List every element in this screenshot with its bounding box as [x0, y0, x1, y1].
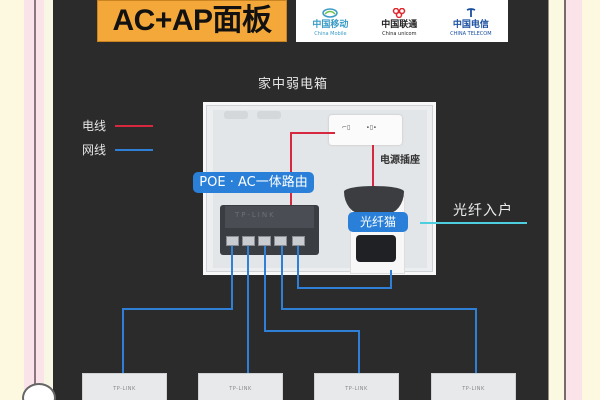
ap-panel-3: TP-LINK	[314, 373, 399, 400]
right-border-strip	[566, 0, 582, 400]
power-strip: ⌐▯ ∙▯∙	[329, 115, 402, 145]
china-telecom-logo: 中国电信 CHINA TELECOM	[450, 8, 492, 38]
modem-label: 光纤猫	[348, 212, 408, 232]
router-brand: TP-LINK	[235, 211, 276, 219]
ap-panel-4: TP-LINK	[431, 373, 516, 400]
socket-icon: ∙▯∙	[366, 124, 377, 131]
ethernet-port-icon	[242, 236, 255, 246]
network-wire-ap3	[264, 330, 360, 332]
ethernet-port-icon	[258, 236, 271, 246]
power-wire-modem	[372, 145, 374, 189]
modem-front	[356, 235, 396, 262]
enclosure-title: 家中弱电箱	[258, 77, 329, 92]
power-wire-router	[290, 132, 335, 134]
legend-power-line	[115, 125, 153, 127]
power-wire-router	[290, 132, 292, 206]
panel-edge	[548, 0, 549, 400]
fiber-input-label: 光纤入户	[453, 203, 513, 219]
network-wire-ap4	[281, 308, 477, 310]
network-wire-ap3	[264, 246, 266, 332]
router-top-panel	[225, 206, 314, 228]
ethernet-port-icon	[274, 236, 287, 246]
network-wire-ap2	[247, 246, 249, 374]
power-strip-label: 电源插座	[380, 155, 420, 166]
network-wire-modem	[297, 246, 299, 289]
network-wire-ap1	[231, 246, 233, 310]
left-inner-strip	[44, 0, 53, 400]
network-wire-ap4	[281, 246, 283, 310]
right-border-line	[564, 0, 566, 400]
legend-network-line	[115, 149, 153, 151]
network-wire-ap3	[358, 330, 360, 374]
china-mobile-logo: 中国移动 China Mobile	[312, 8, 348, 38]
modem-vent-cap	[344, 186, 404, 214]
china-telecom-icon	[466, 8, 476, 17]
china-unicom-knot-icon	[393, 8, 406, 18]
right-inner-strip	[548, 0, 566, 400]
network-wire-ap1	[122, 308, 233, 310]
network-wire-modem	[297, 287, 392, 289]
ap-panel-2: TP-LINK	[198, 373, 283, 400]
legend-network-label: 网线	[82, 143, 107, 157]
left-border-line	[34, 0, 36, 385]
socket-icon: ⌐▯	[342, 124, 351, 131]
network-wire-modem	[390, 270, 392, 289]
china-unicom-logo: 中国联通 China unicom	[381, 8, 417, 38]
network-wire-ap4	[475, 308, 477, 374]
knockout-slot	[224, 111, 248, 119]
network-wire-ap1	[122, 308, 124, 374]
ap-panel-1: TP-LINK	[82, 373, 167, 400]
knockout-slot	[257, 111, 281, 119]
legend-power-label: 电线	[82, 119, 107, 133]
ethernet-port-icon	[226, 236, 239, 246]
ethernet-port-icon	[292, 236, 305, 246]
fiber-wire	[420, 222, 527, 224]
router-label: POE · AC一体路由	[193, 172, 314, 193]
title-badge: AC+AP面板	[97, 0, 287, 42]
china-mobile-icon	[322, 8, 339, 18]
carrier-logos: 中国移动 China Mobile 中国联通 China unicom 中国电信…	[296, 0, 508, 42]
